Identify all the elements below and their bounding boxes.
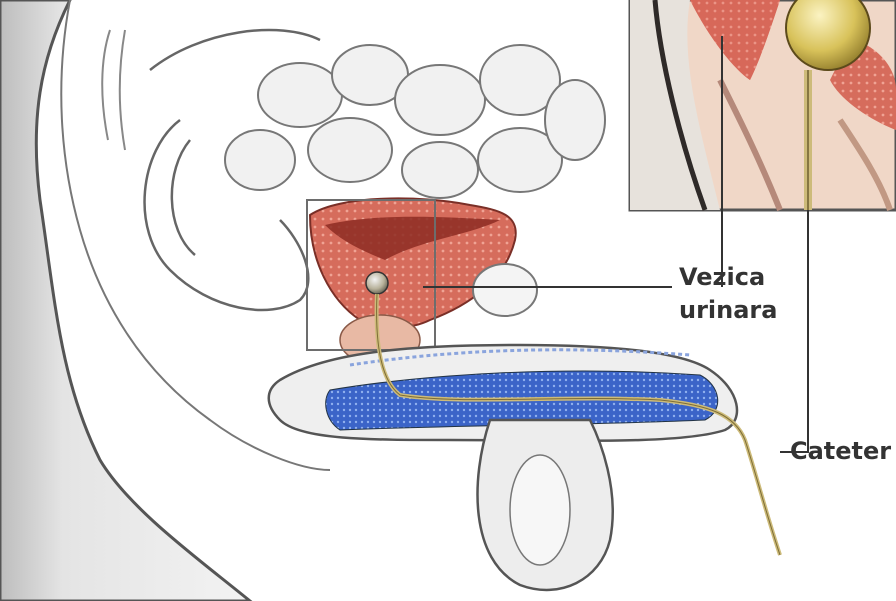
catheter-label: Cateter [790,436,891,466]
lower-back [102,30,125,150]
catheter-balloon [366,272,388,294]
scrotum [478,420,613,590]
bladder-label-line-1: Vezica [679,262,765,292]
pubic-bone [473,264,537,316]
inset-zoom-panel [630,0,896,210]
bladder-label-line-2: urinara [679,295,777,325]
intestines [225,45,605,198]
